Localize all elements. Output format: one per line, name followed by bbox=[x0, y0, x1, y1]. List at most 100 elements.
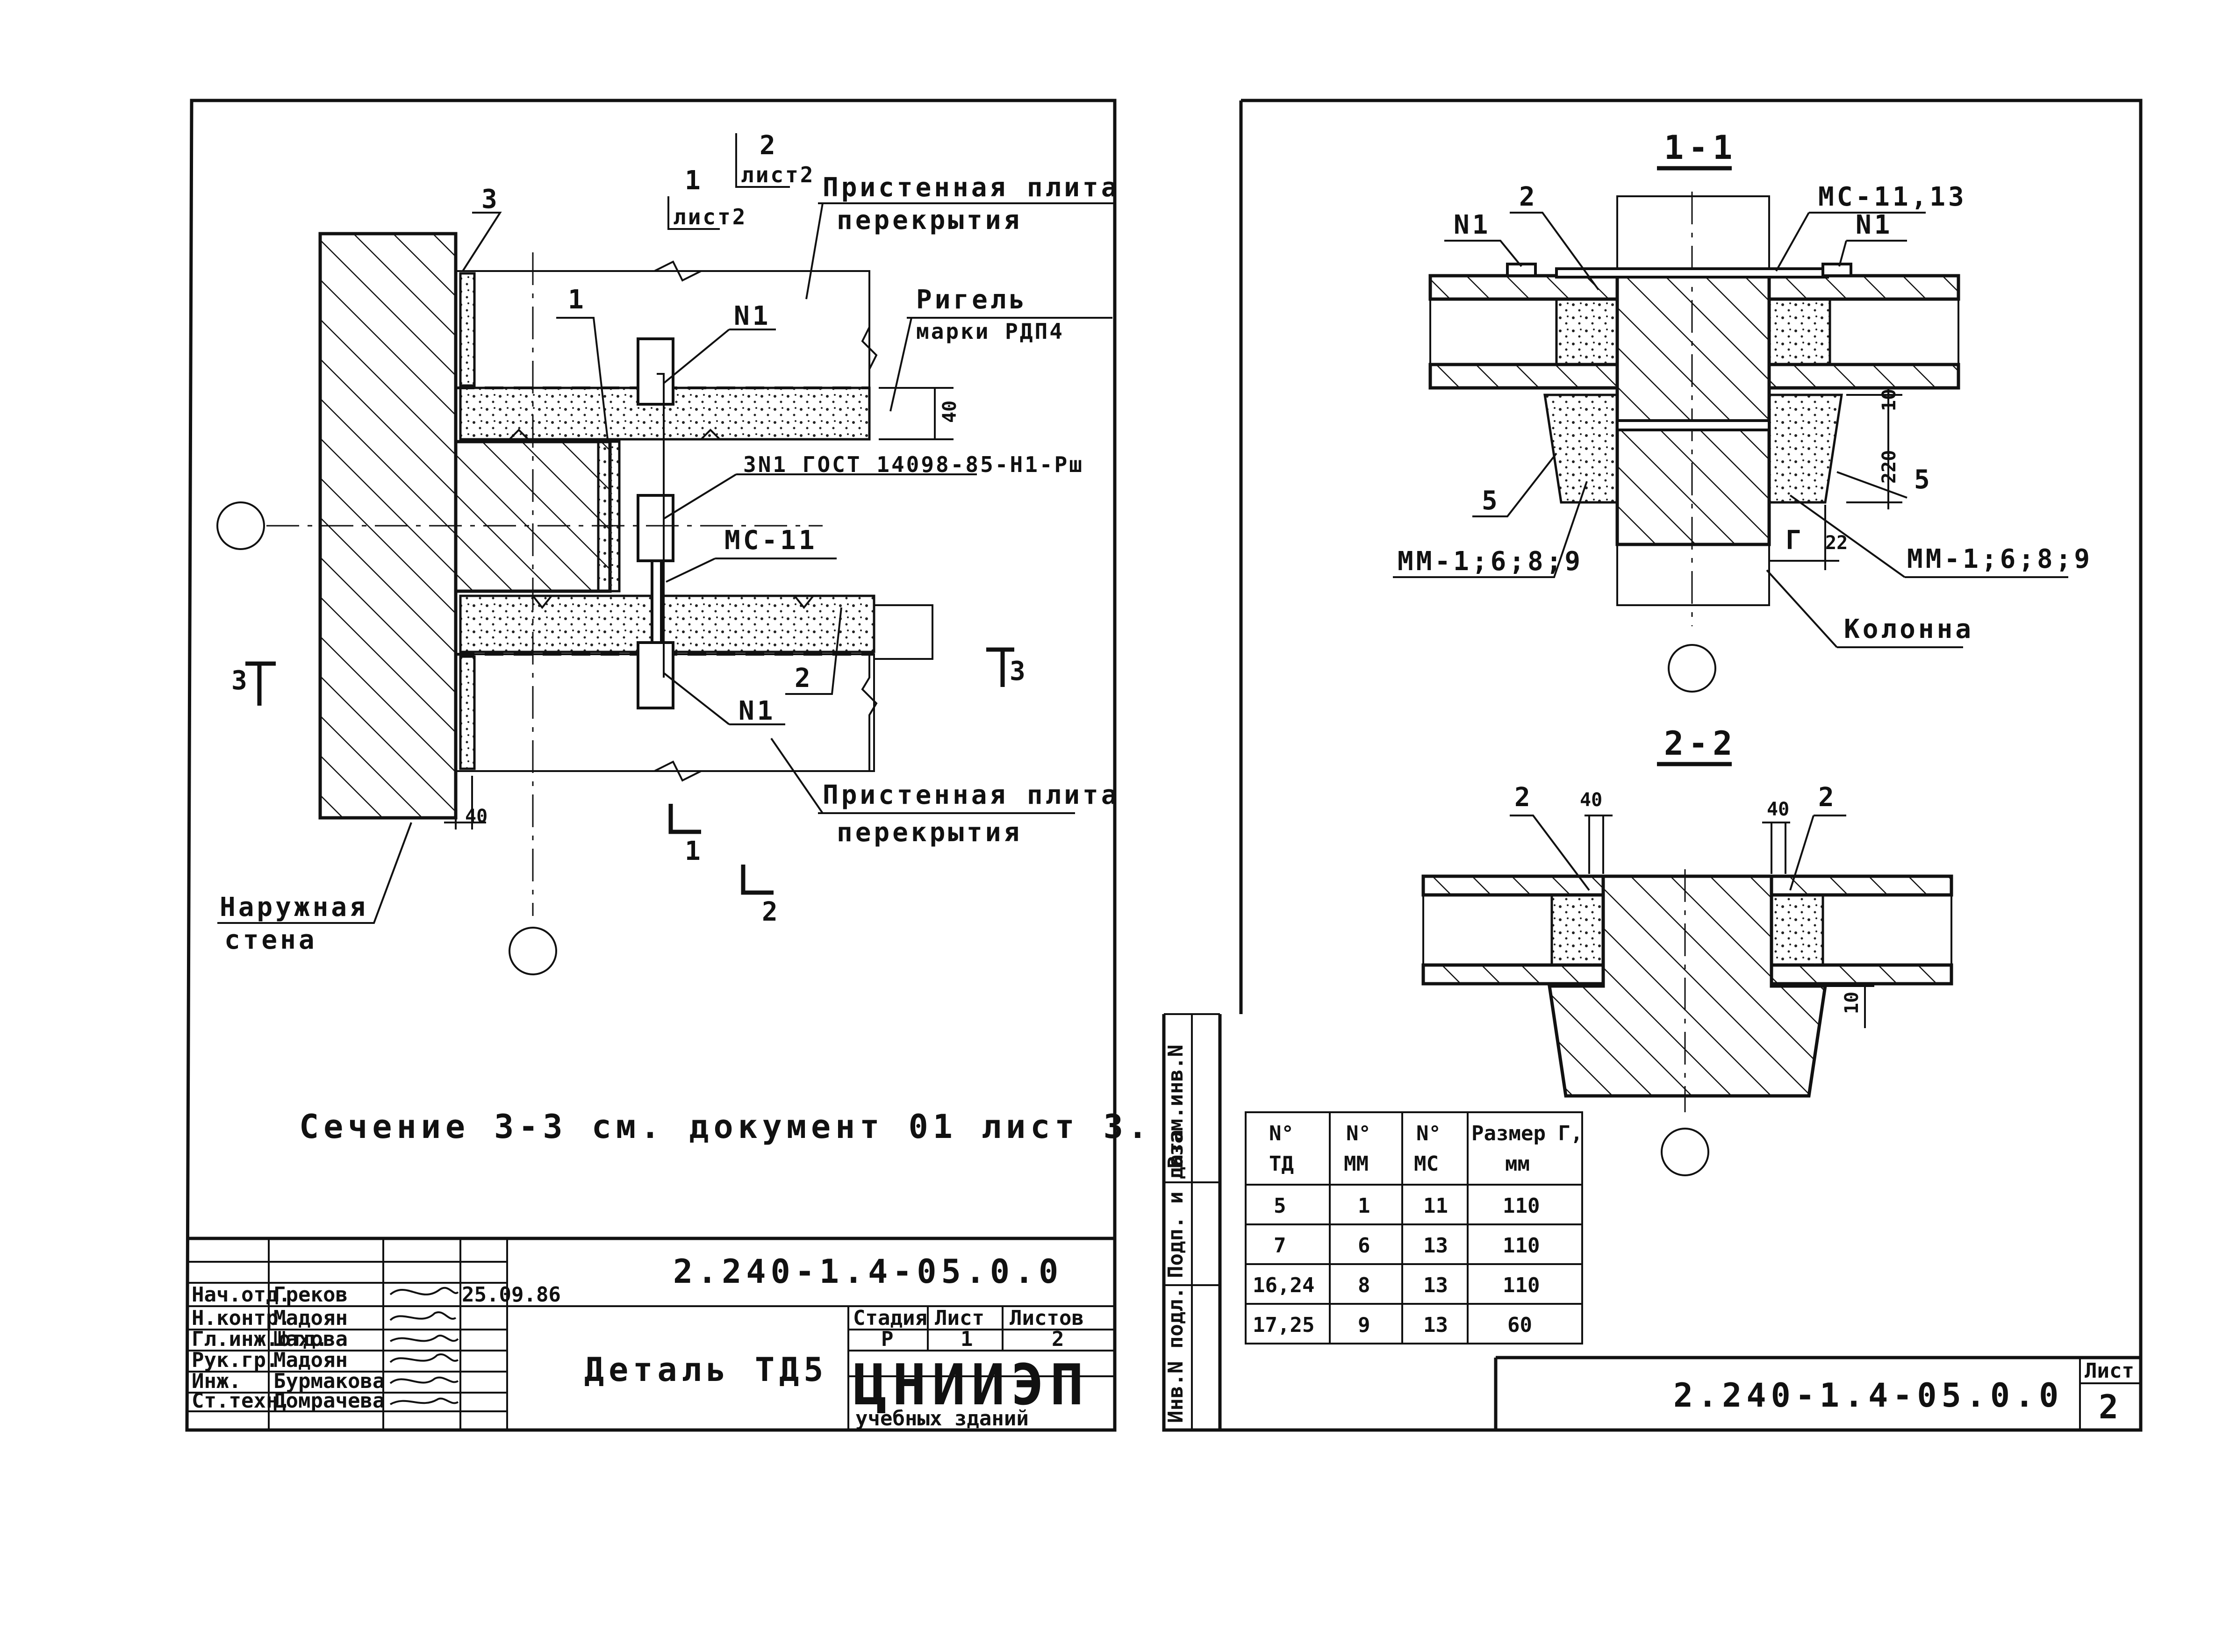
tb-sheet-header: Лист bbox=[935, 1306, 984, 1330]
tb-stage: Р bbox=[881, 1327, 894, 1351]
td-r3-c2: 8 bbox=[1358, 1273, 1370, 1297]
s1-label-mark-5-right: 5 bbox=[1914, 465, 1933, 495]
cut-mark-3-left bbox=[245, 661, 276, 706]
label-top-slab-2: перекрытия bbox=[837, 205, 1022, 236]
s1-corbel-left bbox=[1543, 393, 1619, 504]
label-girder-2: марки РДП4 bbox=[916, 319, 1064, 344]
s1-dim-g: Г bbox=[1785, 525, 1804, 556]
bottom-break-mark bbox=[654, 760, 702, 782]
leader-bottom-slab bbox=[770, 737, 824, 814]
tb-role-6: Ст.техн. bbox=[192, 1389, 291, 1413]
tb-doc-code: 2.240-1.4-05.0.0 bbox=[673, 1252, 1063, 1291]
embedded-part-bottom bbox=[637, 641, 674, 709]
s1-leader-mark-5-left bbox=[1472, 452, 1557, 517]
td-r3-c3: 13 bbox=[1423, 1273, 1448, 1297]
top-slab-rib-edge bbox=[460, 429, 869, 440]
tb-role-3: Гл.инж.отд. bbox=[192, 1327, 328, 1351]
rtb-sheet-header: Лист bbox=[2085, 1359, 2134, 1383]
s1-grout-right bbox=[1768, 298, 1831, 366]
label-wall-2: стена bbox=[224, 925, 317, 955]
s1-leader-mc bbox=[1775, 212, 1926, 272]
s2-grout-right bbox=[1770, 894, 1824, 966]
s1-dim-lines-horizontal bbox=[1769, 505, 1839, 570]
tb-role-5: Инж. bbox=[192, 1369, 241, 1393]
top-slab-grout bbox=[459, 272, 476, 387]
leader-top-slab bbox=[805, 203, 824, 300]
tb-name-3: Шахова bbox=[273, 1327, 348, 1351]
th-td-1: N° bbox=[1269, 1122, 1294, 1145]
s1-leader-n1-left bbox=[1444, 240, 1522, 267]
dim-line-40-bottom bbox=[444, 776, 486, 830]
signature-2 bbox=[389, 1311, 457, 1321]
leader-mark-1 bbox=[556, 317, 609, 440]
th-mm-2: ММ bbox=[1344, 1152, 1369, 1176]
th-td-2: ТД bbox=[1269, 1152, 1294, 1176]
left-sheet: 3 1 лист2 2 лист2 Пристенная плита перек… bbox=[185, 99, 1152, 1432]
girder-grout bbox=[597, 440, 621, 593]
label-top-slab-1: Пристенная плита bbox=[823, 172, 1119, 203]
tb-header-rows bbox=[187, 1261, 507, 1284]
s1-leader-mm-right bbox=[1789, 494, 2068, 578]
section-mark-3: 3 bbox=[481, 184, 500, 215]
s1-leader-mark-2 bbox=[1510, 212, 1599, 291]
cut-mark-3-right bbox=[986, 647, 1014, 687]
s1-corbel-right bbox=[1768, 393, 1843, 504]
s1-slab-right-top bbox=[1767, 274, 1960, 301]
signature-3 bbox=[390, 1335, 459, 1342]
side-stamp: Взам.инв.N Подп. и дата Инв.N подл. bbox=[1164, 1013, 1220, 1430]
s2-leader-mark-2-right bbox=[1789, 815, 1846, 891]
s1-label-n1-left: N1 bbox=[1454, 210, 1491, 240]
left-title-block: Нач.отд. Н.контр. Гл.инж.отд. Рук.гр. Ин… bbox=[187, 1237, 1115, 1430]
side-stamp-2: Подп. и дата bbox=[1164, 1130, 1188, 1278]
label-mark-1: 1 bbox=[568, 285, 587, 315]
rtb-sheet-number: 2 bbox=[2099, 1388, 2123, 1426]
s1-label-mc: МС-11,13 bbox=[1818, 182, 1967, 212]
tb-role-1: Нач.отд. bbox=[192, 1283, 291, 1307]
top-slab-break bbox=[861, 271, 878, 388]
tb-stage-grid bbox=[847, 1306, 1115, 1430]
ref-1-number: 1 bbox=[685, 165, 703, 196]
table-rows bbox=[1246, 1184, 1582, 1305]
td-r2-c1: 7 bbox=[1274, 1234, 1286, 1258]
side-stamp-3: Инв.N подл. bbox=[1164, 1287, 1188, 1423]
s2-slab-right-top bbox=[1770, 874, 1953, 897]
axis-bubble-2-2 bbox=[1661, 1128, 1709, 1176]
embedded-part-middle bbox=[637, 494, 674, 562]
tb-role-2: Н.контр. bbox=[192, 1306, 291, 1330]
signature-4 bbox=[389, 1353, 459, 1363]
axis-bubble-left bbox=[216, 501, 265, 550]
cut-mark-3-left-label: 3 bbox=[231, 665, 250, 696]
parts-table: N° ТД N° ММ N° МС Размер Г, мм 5 1 11 11… bbox=[1245, 1111, 1583, 1344]
s1-corbel-plate bbox=[1616, 419, 1771, 431]
signature-6 bbox=[390, 1397, 459, 1405]
bottom-slab-grout bbox=[459, 655, 476, 770]
td-r1-c3: 11 bbox=[1423, 1194, 1448, 1218]
s2-slab-left-bottom bbox=[1421, 963, 1605, 986]
cut-mark-1 bbox=[668, 804, 701, 834]
s2-dim-40-right: 40 bbox=[1767, 799, 1789, 820]
s1-leader-n1-right bbox=[1838, 240, 1907, 267]
td-r3-c4: 110 bbox=[1503, 1273, 1540, 1297]
s1-label-n1-right: N1 bbox=[1856, 210, 1893, 240]
s1-leader-column bbox=[1766, 569, 1963, 648]
leader-3 bbox=[462, 212, 502, 272]
embedded-part-top bbox=[637, 337, 674, 406]
label-bottom-slab-2: перекрытия bbox=[837, 817, 1022, 848]
s1-dim-22: 22 bbox=[1825, 532, 1848, 554]
leader-mc11 bbox=[666, 558, 837, 583]
s2-dim-line-10 bbox=[1825, 984, 1874, 1028]
section-1-1-title: 1-1 bbox=[1664, 129, 1737, 167]
s1-slab-left-bottom bbox=[1428, 363, 1619, 390]
signature-1 bbox=[389, 1287, 459, 1295]
cut-mark-1-label: 1 bbox=[685, 836, 703, 866]
axis-bubble-bottom bbox=[509, 927, 557, 975]
column-joint-hatch bbox=[1615, 274, 1771, 546]
s2-label-mark-2-right: 2 bbox=[1818, 782, 1837, 813]
section-2-2-title: 2-2 bbox=[1664, 724, 1737, 763]
s2-leader-mark-2-left bbox=[1510, 815, 1590, 891]
tb-date: 25.09.86 bbox=[462, 1283, 561, 1307]
label-n1-top: N1 bbox=[734, 301, 771, 331]
section-note: Сечение 3-3 см. документ 01 лист 3. bbox=[299, 1108, 1152, 1146]
leader-girder bbox=[889, 317, 912, 412]
